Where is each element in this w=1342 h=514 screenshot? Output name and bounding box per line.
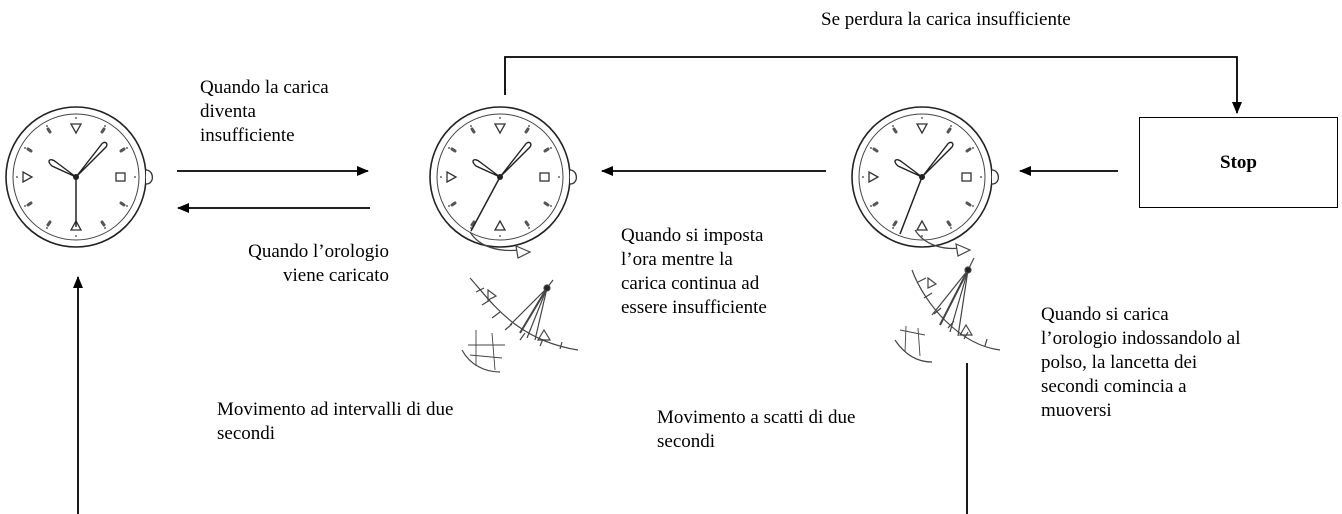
- arrow-loop-to-stop: [504, 56, 1242, 114]
- label-set-time: Quando si imposta l’ora mentre la carica…: [621, 225, 767, 318]
- stop-box: Stop: [1139, 117, 1338, 208]
- label-two-sec-interval: Movimento ad intervalli di due secondi: [217, 399, 454, 444]
- crown-turn-illustration-2: [894, 229, 1001, 363]
- crown-turn-illustration-1: [461, 231, 579, 373]
- watch-dial-3: [850, 105, 1000, 249]
- label-charge-low: Quando la carica diventa insufficiente: [200, 77, 329, 146]
- label-charged: Quando l’orologio viene caricato: [248, 241, 389, 286]
- label-wear-charge: Quando si carica l’orologio indossandolo…: [1041, 304, 1241, 421]
- watch-dial-1: [4, 105, 154, 249]
- arrows: [73, 56, 1242, 514]
- stop-label: Stop: [1220, 151, 1257, 173]
- label-top-loop: Se perdura la carica insufficiente: [821, 9, 1071, 30]
- watch-dial-2: [428, 105, 578, 249]
- label-two-sec-jump: Movimento a scatti di due secondi: [657, 407, 856, 452]
